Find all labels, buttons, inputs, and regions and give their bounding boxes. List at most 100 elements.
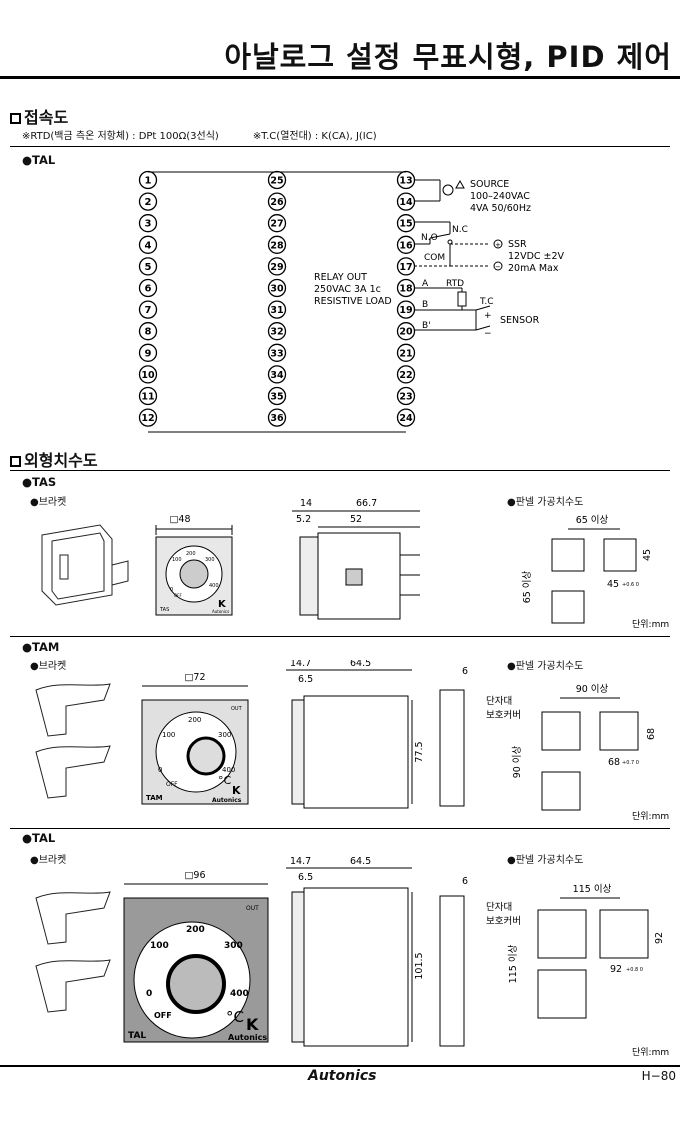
tam-dim-14-7: 14.7: [290, 660, 311, 669]
tas-brand-face: Autonics: [212, 609, 229, 614]
tas-model: ●TAS: [22, 475, 57, 489]
rtd-label: RTD: [446, 279, 464, 289]
left-terminal-circle: [138, 343, 158, 362]
tal-bracket: ●브라켓: [30, 855, 67, 866]
tas-dim-66-7: 66.7: [356, 498, 377, 509]
left-terminal-label: 6: [145, 284, 152, 295]
wiring-rule: [10, 146, 670, 147]
right-terminal-circle: [396, 214, 416, 233]
dimension-section-title: 외형치수도: [10, 447, 98, 471]
tal-brand-face: Autonics: [228, 1033, 267, 1042]
ssr-current: 20mA Max: [508, 263, 559, 274]
tal-cover-2: 보호커버: [486, 916, 521, 927]
tas-cut-w: 45: [607, 579, 619, 590]
wiring-section-label: 접속도: [24, 108, 69, 127]
left-terminal-label: 10: [141, 370, 155, 381]
right-terminal-circle: [396, 235, 416, 254]
left-terminal-label: 3: [145, 219, 152, 230]
right-terminal-label: 17: [399, 262, 412, 273]
right-terminal-label: 15: [399, 219, 412, 230]
mid-terminal-label: 36: [270, 413, 284, 424]
right-terminal-label: 24: [399, 413, 413, 424]
tal-type-face: K: [246, 1015, 259, 1034]
tas-dim-14: 14: [300, 498, 312, 509]
tas-tol-w: +0.6 0: [622, 582, 639, 588]
tal-tol-w: +0.8 0: [626, 967, 643, 973]
tal-panel-h: 115 이상: [573, 884, 612, 895]
right-terminal-label: 18: [399, 284, 413, 295]
tal-unit-face: °C: [226, 1008, 244, 1026]
tal-dim-14-7: 14.7: [290, 856, 311, 867]
mid-terminal-circle: [267, 278, 287, 298]
left-terminal-circle: [138, 214, 158, 233]
mid-terminal-circle: [267, 322, 287, 341]
right-terminal-label: 14: [399, 197, 413, 208]
tas-cut-h: 45: [642, 549, 653, 561]
right-terminal-circle: [396, 365, 416, 384]
dimension-rule: [10, 470, 670, 471]
tam-out: OUT: [231, 706, 243, 712]
relay-line1: RELAY OUT: [314, 272, 367, 283]
tam-dial-off: OFF: [166, 781, 178, 788]
tam-model: ●TAM: [22, 640, 60, 654]
tas-bracket: ●브라켓: [30, 497, 67, 508]
tal-dim-101-5: 101.5: [414, 952, 425, 979]
tas-dial-300: 300: [205, 557, 215, 563]
tam-dial-400: 400: [222, 766, 235, 774]
rtd-a: A: [422, 279, 429, 289]
tal-front-width: □96: [184, 870, 205, 881]
source-power: 4VA 50/60Hz: [470, 203, 531, 214]
tam-panel-title: ●판넬 가공치수도: [507, 661, 584, 672]
tal-cover-1: 단자대: [486, 902, 512, 913]
left-terminal-circle: [138, 386, 158, 406]
tal-panel-v: 115 이상: [508, 944, 519, 983]
mid-terminal-circle: [267, 300, 287, 319]
mid-terminal-circle: [267, 365, 287, 384]
left-terminal-circle: [138, 408, 158, 427]
mid-terminal-circle: [267, 343, 287, 362]
mid-terminal-label: 31: [270, 305, 283, 316]
tal-drawings: □96 200 100 300 400 0 OFF OUT °C TAL K A…: [35, 856, 669, 1058]
tas-drawings: □48 200 100 300 400 0 OFF TAS K Autonics…: [41, 498, 669, 630]
rtd-b: B: [422, 300, 428, 310]
sensor-label: SENSOR: [500, 315, 540, 326]
tal-model: ●TAL: [22, 831, 56, 845]
ssr-label: SSR: [508, 239, 527, 250]
tal-dial-400: 400: [230, 989, 249, 999]
page-number: H−80: [641, 1069, 676, 1083]
tal-dial-200: 200: [186, 925, 205, 935]
tam-model-face: TAM: [146, 794, 163, 802]
mid-terminal-label: 26: [270, 197, 284, 208]
mid-terminal-label: 34: [270, 370, 284, 381]
tal-cut-h: 92: [654, 932, 665, 944]
tam-panel-h: 90 이상: [576, 684, 609, 695]
mid-terminal-label: 35: [270, 392, 283, 403]
left-terminal-circle: [138, 300, 158, 319]
tal-dim-64-5: 64.5: [350, 856, 371, 867]
left-terminal-label: 12: [141, 413, 154, 424]
svg-text:+: +: [495, 241, 501, 249]
mid-terminal-label: 30: [270, 284, 284, 295]
tam-cover-2: 보호커버: [486, 710, 521, 721]
header-rule: [0, 76, 680, 79]
com-label: COM: [424, 253, 445, 263]
tas-dial-100: 100: [172, 557, 182, 563]
left-terminal-label: 1: [145, 176, 152, 187]
tam-dim-64-5: 64.5: [350, 660, 371, 669]
right-terminal-circle: [396, 322, 416, 341]
tal-model-face: TAL: [128, 1031, 146, 1041]
tas-dial-200: 200: [186, 551, 196, 557]
rtd-b2: B': [422, 321, 431, 331]
tam-dial-100: 100: [162, 731, 175, 739]
mid-terminal-label: 27: [270, 219, 283, 230]
tam-dim-6-5: 6.5: [298, 674, 313, 685]
footer-rule: [0, 1065, 680, 1067]
ssr-voltage: 12VDC ±2V: [508, 251, 565, 262]
tam-brand-face: Autonics: [212, 797, 242, 804]
tc-minus: −: [484, 329, 492, 339]
tam-dim-6: 6: [462, 666, 468, 677]
nc-label: N.C: [452, 225, 468, 235]
left-terminal-label: 2: [145, 197, 152, 208]
right-terminal-label: 13: [399, 176, 412, 187]
left-terminal-circle: [138, 257, 158, 276]
